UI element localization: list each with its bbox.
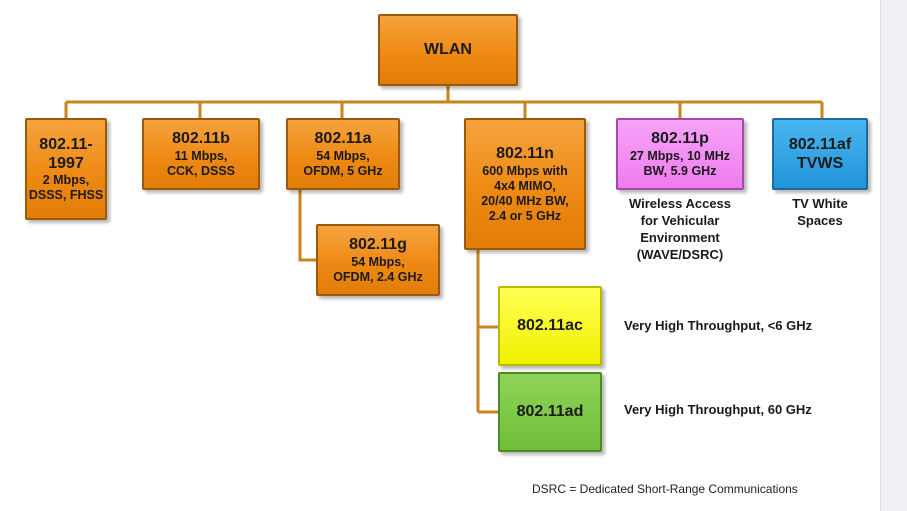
standard-line: 2 Mbps, [42, 173, 90, 188]
standard-line: 1997 [48, 155, 84, 172]
standard-line: 54 Mbps, [351, 254, 405, 269]
standard-title: 802.11n [496, 145, 554, 163]
standard-80211n-node: 802.11n 600 Mbps with 4x4 MIMO, 20/40 MH… [464, 118, 586, 250]
wlan-root-label: WLAN [424, 41, 472, 59]
annotation-line: TV White [792, 196, 848, 211]
standard-80211b-node: 802.11b 11 Mbps, CCK, DSSS [142, 118, 260, 190]
standard-line: 2.4 or 5 GHz [488, 208, 562, 223]
standard-line: 54 Mbps, [316, 148, 370, 163]
standard-80211af-node: 802.11af TVWS [772, 118, 868, 190]
standard-line: BW, 5.9 GHz [643, 163, 717, 178]
annotation-line: (WAVE/DSRC) [636, 246, 724, 262]
annotation-80211af: TV White Spaces [772, 196, 868, 230]
description-80211ac: Very High Throughput, <6 GHz [624, 318, 813, 333]
standard-80211a-node: 802.11a 54 Mbps, OFDM, 5 GHz [286, 118, 400, 190]
wlan-root-node: WLAN [378, 14, 518, 86]
annotation-line: Wireless Access [628, 196, 732, 211]
connector-a-to-g [298, 190, 316, 262]
standard-80211ac-node: 802.11ac [498, 286, 602, 366]
standard-line: 27 Mbps, 10 MHz [629, 148, 731, 163]
standard-80211p-node: 802.11p 27 Mbps, 10 MHz BW, 5.9 GHz [616, 118, 744, 190]
standard-line: CCK, DSSS [166, 163, 236, 178]
standard-title: 802.11ad [516, 403, 584, 421]
standard-title: 802.11ac [517, 317, 583, 335]
standard-line: DSSS, FHSS [28, 188, 104, 203]
standard-title: 802.11af [788, 135, 852, 153]
standard-line: TVWS [796, 155, 844, 172]
standard-line: 4x4 MIMO, [494, 178, 556, 193]
annotation-80211p: Wireless Access for Vehicular Environmen… [608, 196, 752, 264]
standard-title: 802.11- [39, 135, 93, 153]
standard-80211ad-node: 802.11ad [498, 372, 602, 452]
standard-title: 802.11p [651, 130, 709, 148]
standard-line: 11 Mbps, [174, 148, 228, 163]
standard-80211-1997-node: 802.11- 1997 2 Mbps, DSSS, FHSS [25, 118, 107, 220]
side-panel-strip [880, 0, 907, 511]
standard-title: 802.11a [314, 130, 372, 148]
standard-line: 20/40 MHz BW, [481, 193, 569, 208]
annotation-line: Environment [640, 229, 720, 245]
annotation-line: for Vehicular [640, 212, 720, 228]
standard-title: 802.11b [172, 130, 230, 148]
standard-line: OFDM, 2.4 GHz [333, 269, 423, 284]
annotation-line: Spaces [797, 212, 843, 228]
standard-title: 802.11g [349, 236, 407, 254]
standard-80211g-node: 802.11g 54 Mbps, OFDM, 2.4 GHz [316, 224, 440, 296]
standard-line: 600 Mbps with [482, 163, 568, 178]
standard-line: OFDM, 5 GHz [303, 163, 383, 178]
footnote: DSRC = Dedicated Short-Range Communicati… [532, 482, 798, 496]
description-80211ad: Very High Throughput, 60 GHz [624, 402, 812, 417]
